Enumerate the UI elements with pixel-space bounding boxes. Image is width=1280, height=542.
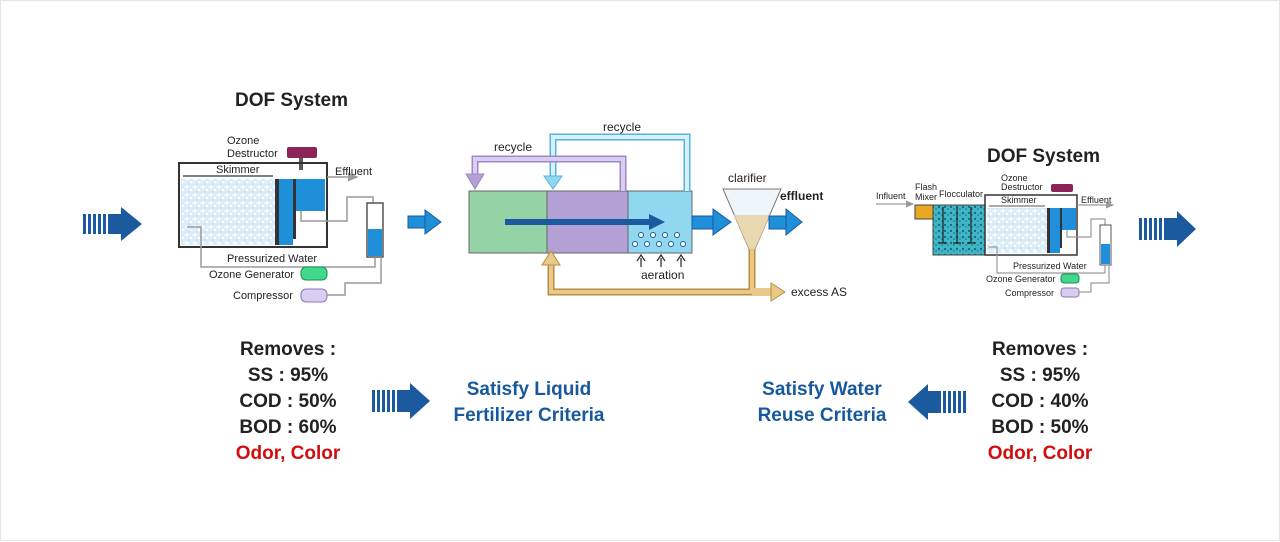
recycle-top-label: recycle: [603, 120, 641, 134]
right-compressor-label: Compressor: [1005, 288, 1054, 298]
arrow-to-water-reuse: [908, 384, 966, 420]
right-bod-value: BOD : 50%: [991, 417, 1088, 438]
liquid-fertilizer-outcome: Satisfy Liquid Fertilizer Criteria: [454, 379, 605, 426]
right-ss-value: SS : 95%: [1000, 365, 1080, 386]
right-flotation-zone: [987, 208, 1047, 253]
right-removes-heading: Removes :: [992, 339, 1088, 360]
flocculator-tank: [932, 204, 986, 256]
compressor-icon: [300, 288, 328, 303]
arrow-to-bioreactor: [407, 209, 442, 235]
clarifier-label: clarifier: [728, 171, 767, 185]
aeration-label: aeration: [641, 268, 684, 282]
left-dof-title: DOF System: [235, 90, 348, 111]
flash-mixer-label: Flash: [915, 182, 937, 192]
liquid-fertilizer-line2: Fertilizer Criteria: [454, 405, 605, 426]
right-ozone-generator-icon: [1060, 273, 1080, 284]
right-removes-block: Removes : SS : 95% COD : 40% BOD : 50% O…: [988, 339, 1093, 464]
bio-effluent-label: effluent: [780, 189, 823, 203]
excess-as-label: excess AS: [791, 285, 847, 299]
left-odor-color: Odor, Color: [236, 443, 341, 464]
flash-mixer-tank: [914, 204, 934, 220]
right-influent-label: Influent: [876, 191, 906, 201]
bioreactor-process: aeration recycle recycle clarifier efflu…: [465, 120, 847, 302]
input-arrow-left: [83, 207, 142, 241]
water-reuse-line2: Reuse Criteria: [758, 405, 887, 426]
liquid-fertilizer-line1: Satisfy Liquid: [467, 379, 592, 400]
right-ozone-destructor-icon: [1051, 184, 1073, 192]
right-dof-system: DOF System Influent Flash Mixer Floccula…: [876, 146, 1115, 298]
left-ozone-generator-label: Ozone Generator: [209, 269, 294, 281]
dof-tank-outline: [178, 162, 328, 248]
ozone-destructor-icon: [287, 147, 317, 158]
right-compressor-icon: [1060, 287, 1080, 298]
water-reuse-line1: Satisfy Water: [762, 379, 882, 400]
left-skimmer-label: Skimmer: [216, 164, 260, 176]
right-cod-value: COD : 40%: [991, 391, 1088, 412]
left-ozone-destructor-label: Ozone: [227, 135, 259, 147]
left-effluent-label: Effluent: [335, 166, 372, 178]
right-ozone-destructor-label-2: Destructor: [1001, 182, 1043, 192]
flotation-zone: [181, 179, 275, 245]
right-dof-tank-outline: [984, 194, 1078, 256]
recycle-left-label: recycle: [494, 140, 532, 154]
arrow-to-liquid-fertilizer: [372, 383, 430, 419]
left-ss-value: SS : 95%: [248, 365, 328, 386]
right-dof-title: DOF System: [987, 146, 1100, 167]
left-ozone-destructor-label-2: Destructor: [227, 148, 278, 160]
flash-mixer-label-2: Mixer: [915, 192, 937, 202]
water-reuse-outcome: Satisfy Water Reuse Criteria: [758, 379, 887, 426]
right-odor-color: Odor, Color: [988, 443, 1093, 464]
left-bod-value: BOD : 60%: [239, 417, 336, 438]
right-effluent-label: Effluent: [1081, 195, 1112, 205]
left-compressor-label: Compressor: [233, 290, 293, 302]
left-removes-block: Removes : SS : 95% COD : 50% BOD : 60% O…: [236, 339, 341, 464]
left-removes-heading: Removes :: [240, 339, 336, 360]
right-ozone-destructor-label: Ozone: [1001, 173, 1028, 183]
output-arrow-right: [1139, 211, 1196, 247]
flocculator-label: Flocculator: [939, 189, 983, 199]
left-cod-value: COD : 50%: [239, 391, 336, 412]
ozone-generator-icon: [300, 266, 328, 281]
right-pressurized-water-label: Pressurized Water: [1013, 261, 1087, 271]
right-skimmer-label: Skimmer: [1001, 195, 1037, 205]
left-dof-system: DOF System Ozone Destructor Skimmer Effl…: [178, 90, 384, 303]
left-pressurized-water-label: Pressurized Water: [227, 253, 317, 265]
right-ozone-generator-label: Ozone Generator: [986, 274, 1056, 284]
